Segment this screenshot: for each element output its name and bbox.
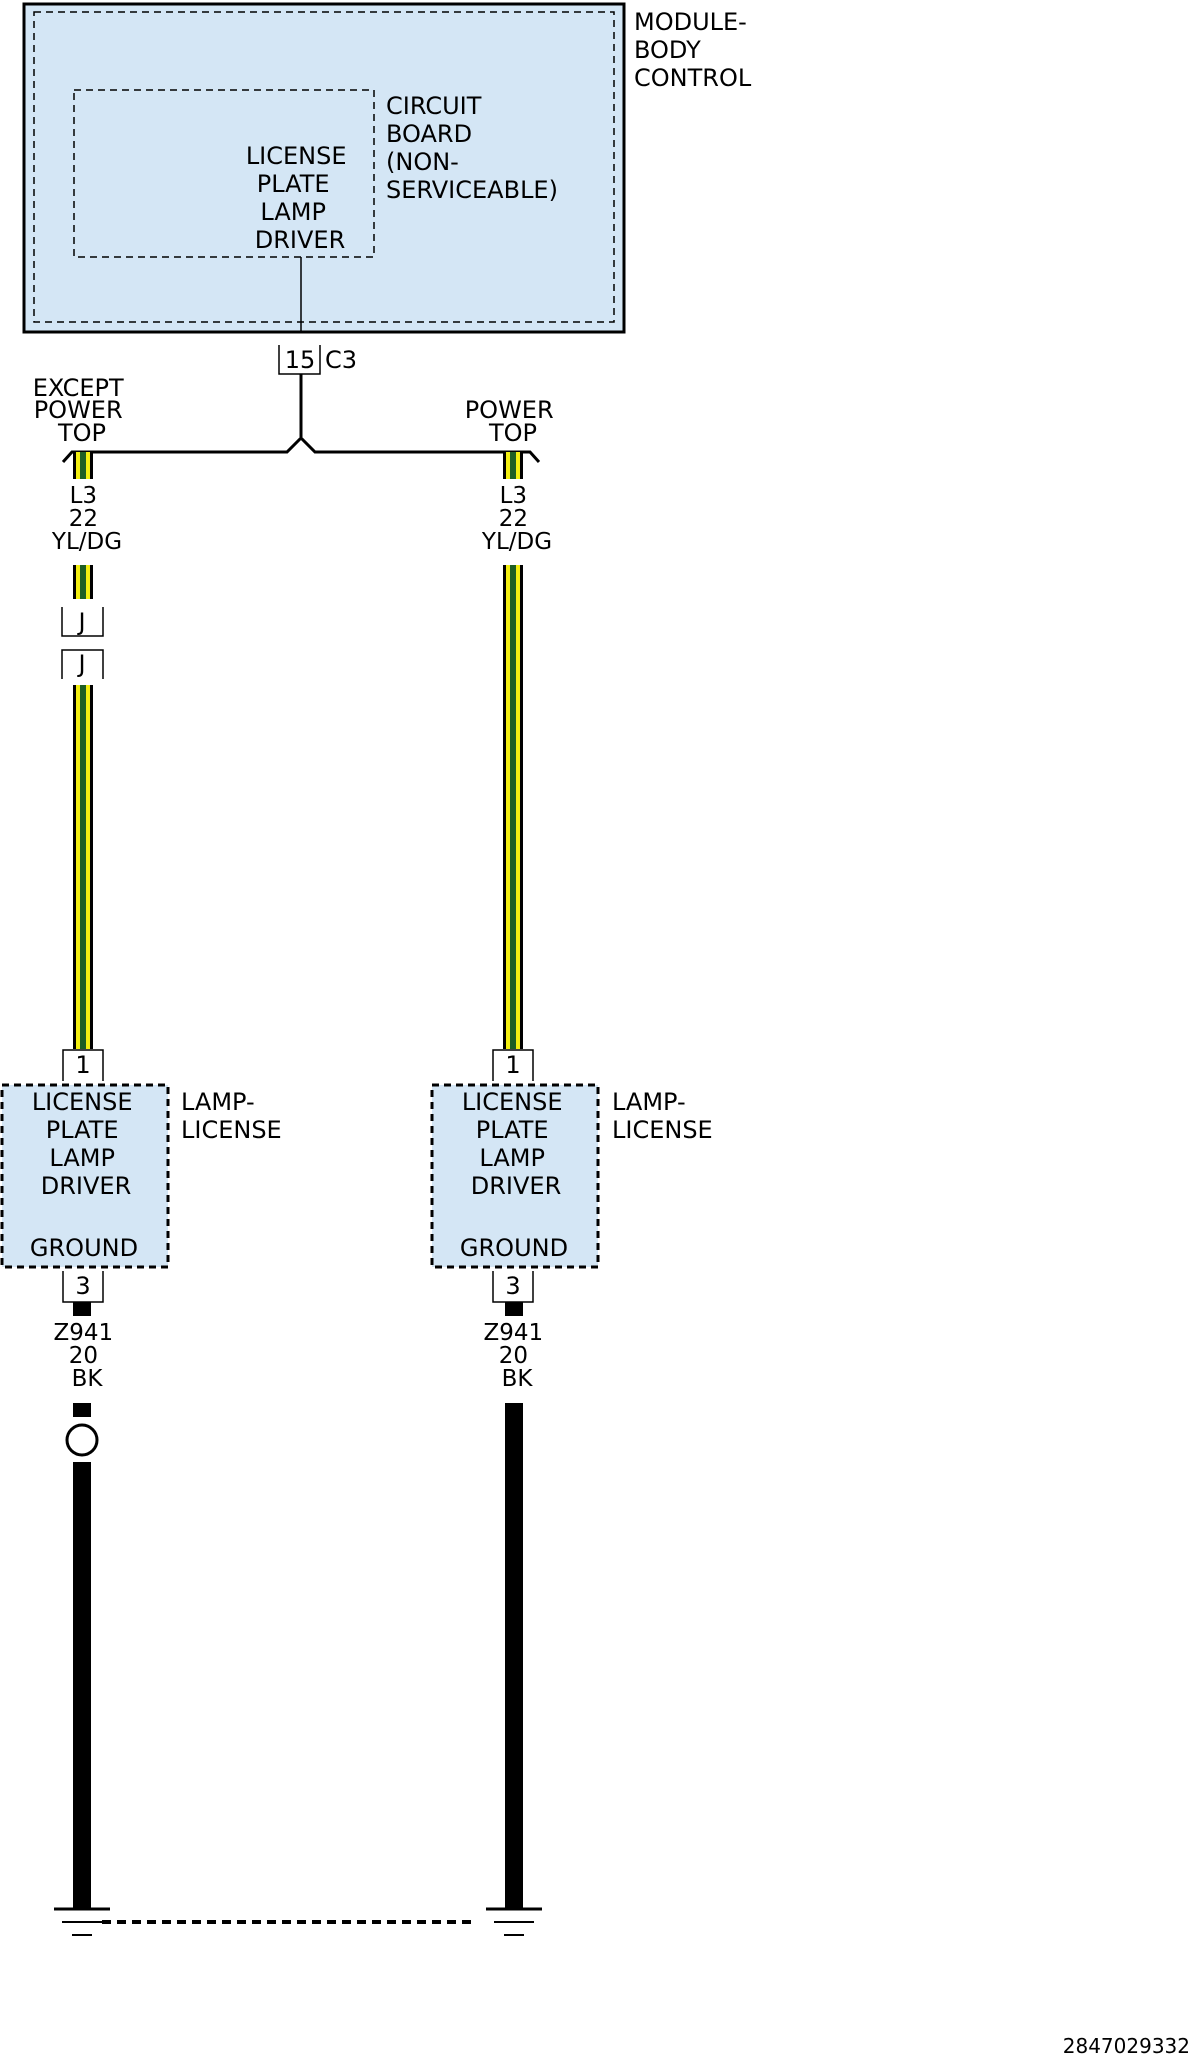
connector-c3-name: C3	[325, 346, 357, 374]
lamp-right-pin-in-bracket	[492, 1049, 534, 1081]
lamp-right-ground-label: GROUND	[460, 1234, 568, 1262]
wire-z941-left-label: Z941 20 BK	[54, 1320, 121, 1392]
lamp-right-pin-out: 3	[505, 1272, 520, 1300]
module-driver-label: LICENSE PLATE LAMP DRIVER	[246, 142, 354, 254]
splice-point	[65, 1423, 99, 1457]
lamp-left-ground-label: GROUND	[30, 1234, 138, 1262]
branch-left-label: EXCEPT POWER TOP	[33, 374, 132, 447]
wire-z941-right: Z941 20 BK	[484, 1302, 551, 1910]
lamp-right-name: LAMP- LICENSE	[612, 1088, 713, 1144]
lamp-left-box	[0, 1083, 170, 1269]
lamp-left-pin-in-bracket	[62, 1049, 104, 1081]
lamp-left-pin-in: 1	[75, 1051, 90, 1079]
wire-l3-right-top-segment	[503, 452, 523, 479]
wire-l3-right: L3 22 YL/DG	[481, 452, 552, 1049]
lamp-right-box	[430, 1083, 600, 1269]
wire-l3-left: L3 22 YL/DG J J	[51, 452, 122, 1049]
module-inner-dashed	[33, 11, 615, 323]
lamp-right-pin-in: 1	[505, 1051, 520, 1079]
ground-symbol-right	[486, 1907, 542, 1936]
ground-symbol-left	[54, 1907, 110, 1936]
lamp-license-right: 1 LICENSE PLATE LAMP DRIVER GROUND LAMP-…	[430, 1049, 713, 1303]
wire-z941-right-label: Z941 20 BK	[484, 1320, 551, 1392]
circuit-board-box	[73, 89, 375, 258]
wire-l3-left-mid-segment	[73, 565, 93, 599]
branch-right-label: POWER TOP	[465, 396, 562, 447]
connector-c3: 15 C3	[278, 345, 357, 375]
figure-id: 2847029332	[1063, 2034, 1190, 2058]
inline-connector-j-top: J	[76, 608, 85, 636]
splice-split: EXCEPT POWER TOP POWER TOP	[33, 374, 562, 464]
wire-l3-left-bottom-segment	[73, 685, 93, 1049]
wire-z941-left: Z941 20 BK	[54, 1302, 121, 1910]
lamp-right-body-label: LICENSE PLATE LAMP DRIVER	[462, 1088, 570, 1200]
wire-l3-right-bottom-segment	[503, 565, 523, 1049]
lamp-left-pin-out: 3	[75, 1272, 90, 1300]
connector-c3-pin: 15	[285, 346, 316, 374]
lamp-license-left: 1 LICENSE PLATE LAMP DRIVER GROUND LAMP-…	[0, 1049, 282, 1303]
body-control-module: MODULE- BODY CONTROL CIRCUIT BOARD (NON-…	[22, 2, 754, 334]
wire-l3-left-label: L3 22 YL/DG	[51, 483, 122, 555]
lamp-left-name: LAMP- LICENSE	[181, 1088, 282, 1144]
wire-l3-left-top-segment	[73, 452, 93, 479]
circuit-board-label: CIRCUIT BOARD (NON- SERVICEABLE)	[386, 92, 558, 204]
inline-connector-j: J J	[61, 607, 104, 679]
module-box	[22, 2, 626, 334]
module-name-label: MODULE- BODY CONTROL	[634, 8, 754, 92]
wire-l3-right-label: L3 22 YL/DG	[481, 483, 552, 555]
lamp-left-body-label: LICENSE PLATE LAMP DRIVER	[32, 1088, 140, 1200]
inline-connector-j-bottom: J	[76, 650, 85, 678]
